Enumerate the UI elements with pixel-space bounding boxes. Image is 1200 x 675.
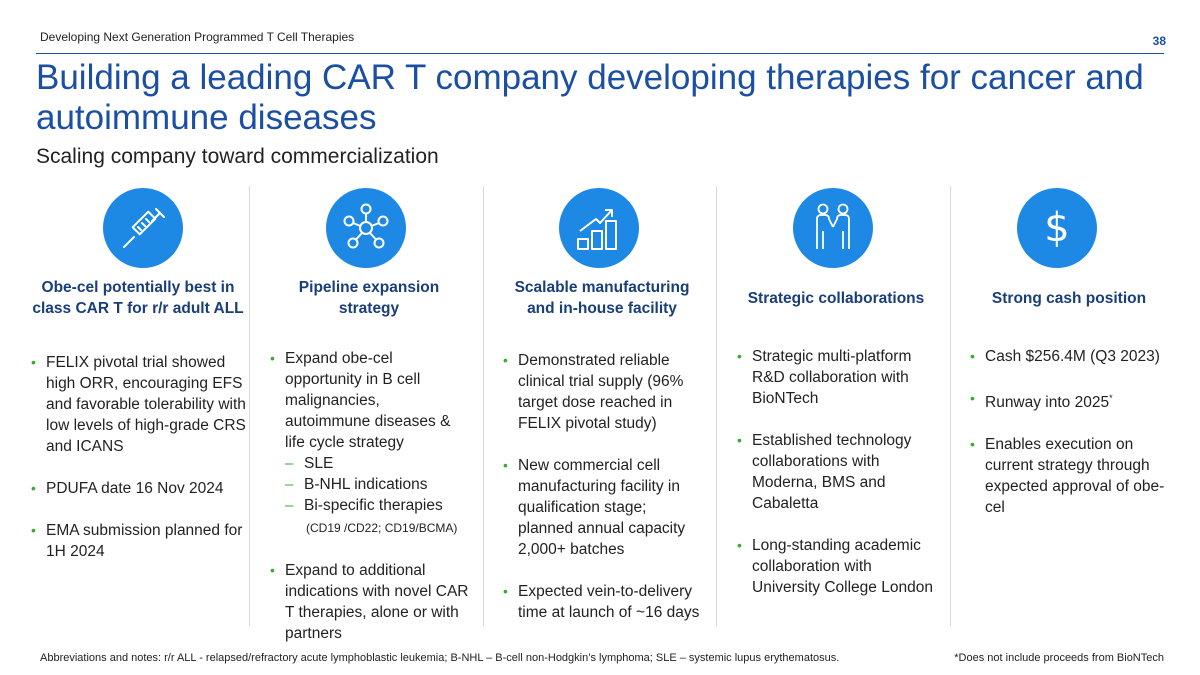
column-divider — [483, 186, 484, 626]
list-item: Long-standing academic collaboration wit… — [736, 535, 936, 598]
list-item: PDUFA date 16 Nov 2024 — [30, 478, 246, 499]
list-item: Cash $256.4M (Q3 2023) — [969, 346, 1169, 367]
page-title: Building a leading CAR T company develop… — [36, 58, 1144, 137]
syringe-icon — [103, 188, 183, 268]
bullet-list: Expand obe-cel opportunity in B cell mal… — [269, 348, 469, 665]
handshake-people-icon — [793, 188, 873, 268]
column-collaborations: Strategic collaborations Strategic multi… — [736, 186, 936, 626]
list-item: Enables execution on current strategy th… — [969, 434, 1169, 518]
bullet-list: Demonstrated reliable clinical trial sup… — [502, 350, 702, 644]
column-divider — [950, 186, 951, 626]
bullet-list: Strategic multi-platform R&D collaborati… — [736, 346, 936, 619]
sub-note: (CD19 /CD22; CD19/BCMA) — [306, 521, 458, 535]
column-obe-cel: Obe-cel potentially best in class CAR T … — [30, 186, 246, 626]
header-label: Developing Next Generation Programmed T … — [40, 30, 355, 44]
column-manufacturing: Scalable manufacturing and in-house faci… — [502, 186, 702, 626]
list-item: Expand obe-cel opportunity in B cell mal… — [269, 348, 469, 539]
network-icon — [326, 188, 406, 268]
list-item-text: Expand obe-cel opportunity in B cell mal… — [285, 350, 451, 451]
list-item: Strategic multi-platform R&D collaborati… — [736, 346, 936, 409]
sub-list-item: B-NHL indications — [285, 474, 469, 495]
list-item: Established technology collaborations wi… — [736, 430, 936, 514]
list-item: Demonstrated reliable clinical trial sup… — [502, 350, 702, 434]
dollar-icon: $ — [1017, 188, 1097, 268]
list-item: Runway into 2025* — [969, 388, 1169, 413]
header-divider — [36, 53, 1164, 54]
list-item: New commercial cell manufacturing facili… — [502, 455, 702, 560]
page-subtitle: Scaling company toward commercialization — [36, 145, 439, 168]
list-item: EMA submission planned for 1H 2024 — [30, 520, 246, 562]
page-number: 38 — [1152, 34, 1166, 48]
sub-list-item: SLE — [285, 453, 469, 474]
column-cash: $ Strong cash position Cash $256.4M (Q3 … — [969, 186, 1169, 626]
column-title: Strong cash position — [991, 289, 1147, 307]
bullet-list: FELIX pivotal trial showed high ORR, enc… — [30, 352, 246, 583]
column-divider — [249, 186, 250, 626]
footer-note: *Does not include proceeds from BioNTech — [954, 652, 1164, 664]
column-divider — [716, 186, 717, 626]
column-title: Obe-cel potentially best in class CAR T … — [32, 279, 244, 317]
column-title: Scalable manufacturing and in-house faci… — [514, 279, 690, 317]
column-title: Pipeline expansion strategy — [298, 279, 440, 317]
footer-abbreviations: Abbreviations and notes: r/r ALL - relap… — [40, 652, 840, 664]
column-title: Strategic collaborations — [747, 289, 925, 307]
list-item: FELIX pivotal trial showed high ORR, enc… — [30, 352, 246, 457]
footnote-marker: * — [1109, 393, 1113, 403]
dollar-glyph: $ — [1044, 205, 1070, 251]
sub-list-item: Bi-specific therapies — [285, 495, 469, 516]
list-item-text: Runway into 2025 — [985, 394, 1110, 412]
list-item: Expected vein-to-delivery time at launch… — [502, 581, 702, 623]
sub-list: SLE B-NHL indications Bi-specific therap… — [285, 453, 469, 516]
list-item: Expand to additional indications with no… — [269, 560, 469, 644]
column-pipeline: Pipeline expansion strategy Expand obe-c… — [269, 186, 469, 642]
bullet-list: Cash $256.4M (Q3 2023) Runway into 2025*… — [969, 346, 1169, 539]
growth-chart-icon — [559, 188, 639, 268]
